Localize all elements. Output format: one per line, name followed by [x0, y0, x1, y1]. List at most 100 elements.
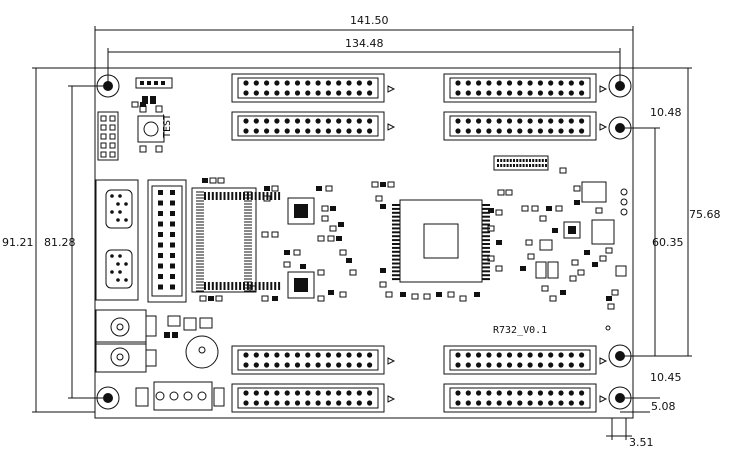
- smd-part: [495, 209, 503, 216]
- smd-part: [606, 296, 612, 301]
- smd-part: [261, 231, 269, 238]
- smd-part: [327, 235, 335, 242]
- power-jack: [95, 309, 147, 373]
- smd-part: [272, 296, 278, 301]
- smd-part: [217, 177, 225, 184]
- smd-part: [263, 195, 271, 202]
- dim-overall-width: 141.50: [350, 14, 389, 27]
- smd-part: [496, 240, 502, 245]
- smd-components: [131, 101, 619, 310]
- smd-part: [605, 247, 613, 254]
- smd-part: [520, 266, 526, 271]
- smd-part: [283, 261, 291, 268]
- dim-hole-height: 81.28: [44, 236, 76, 249]
- jtag-header: [97, 111, 119, 161]
- smd-part: [592, 262, 598, 267]
- smd-part: [284, 250, 290, 255]
- smd-part: [325, 185, 333, 192]
- smd-part: [487, 225, 495, 232]
- smd-part: [436, 292, 442, 297]
- smd-part: [261, 295, 269, 302]
- smd-part: [555, 205, 563, 212]
- smd-part: [423, 293, 431, 300]
- test-button: [137, 105, 165, 153]
- smd-part: [497, 189, 505, 196]
- terminal-block: [135, 381, 225, 411]
- smd-part: [488, 208, 494, 213]
- smd-part: [569, 275, 577, 282]
- passives-left-bottom: [145, 315, 213, 367]
- smd-part: [495, 265, 503, 272]
- smd-part: [571, 259, 579, 266]
- idc-header: [443, 111, 608, 141]
- smd-part: [560, 290, 566, 295]
- dimension-lines: [32, 26, 692, 440]
- dim-bottom-hole-offset: 10.45: [650, 371, 682, 384]
- smd-part: [271, 185, 279, 192]
- dim-hole-width: 134.48: [345, 37, 384, 50]
- dsub-connector: [95, 179, 139, 301]
- smd-part: [339, 291, 347, 298]
- smd-part: [199, 295, 207, 302]
- idc-header: [443, 345, 608, 375]
- smd-part: [209, 177, 217, 184]
- smd-part: [328, 290, 334, 295]
- smd-part: [375, 195, 383, 202]
- smd-part: [521, 205, 529, 212]
- smd-part: [317, 269, 325, 276]
- main-fpga-chip: [204, 192, 490, 290]
- smd-part: [474, 292, 480, 297]
- smd-part: [505, 189, 513, 196]
- idc-header: [231, 383, 396, 413]
- dim-top-hole-offset: 10.48: [650, 106, 682, 119]
- smd-part: [400, 292, 406, 297]
- smd-part: [316, 186, 322, 191]
- smd-part: [249, 285, 257, 292]
- smd-part: [329, 225, 337, 232]
- idc-header: [231, 111, 396, 141]
- smd-part: [317, 235, 325, 242]
- smd-part: [574, 200, 580, 205]
- smd-part: [293, 249, 301, 256]
- mounting-hole: [608, 116, 632, 140]
- smd-part: [447, 291, 455, 298]
- smd-part: [271, 231, 279, 238]
- smd-part: [349, 269, 357, 276]
- smd-part: [595, 207, 603, 214]
- dim-right-span-1: 75.68: [689, 208, 721, 221]
- dim-overall-height: 91.21: [2, 236, 34, 249]
- smd-part: [131, 101, 139, 108]
- test-label: TEST: [162, 114, 173, 138]
- mounting-holes: [96, 74, 632, 410]
- dim-hole-diameter: 3.51: [629, 436, 654, 449]
- smd-part: [411, 293, 419, 300]
- smd-part: [336, 236, 342, 241]
- vertical-connector: [147, 179, 257, 303]
- smd-part: [379, 281, 387, 288]
- smd-part: [346, 258, 352, 263]
- idc-header: [231, 73, 396, 103]
- smd-part: [321, 205, 329, 212]
- mounting-hole: [608, 386, 632, 410]
- smd-part: [380, 204, 386, 209]
- smd-part: [215, 295, 223, 302]
- board-name-label: R732_V0.1: [493, 325, 547, 336]
- smd-part: [339, 249, 347, 256]
- smd-part: [531, 205, 539, 212]
- smd-part: [552, 228, 558, 233]
- smd-part: [321, 215, 329, 222]
- idc-header: [443, 73, 608, 103]
- ic-small: [287, 197, 315, 299]
- dim-hole-edge: 5.08: [651, 400, 676, 413]
- smd-part: [380, 268, 386, 273]
- smd-part: [549, 295, 557, 302]
- smd-part: [330, 206, 336, 211]
- smd-part: [264, 186, 270, 191]
- smd-part: [573, 185, 581, 192]
- header-connectors: [231, 73, 608, 413]
- idc-header: [231, 345, 396, 375]
- label-block: [493, 155, 549, 171]
- smd-part: [380, 182, 386, 187]
- dim-right-span-2: 60.35: [652, 236, 684, 249]
